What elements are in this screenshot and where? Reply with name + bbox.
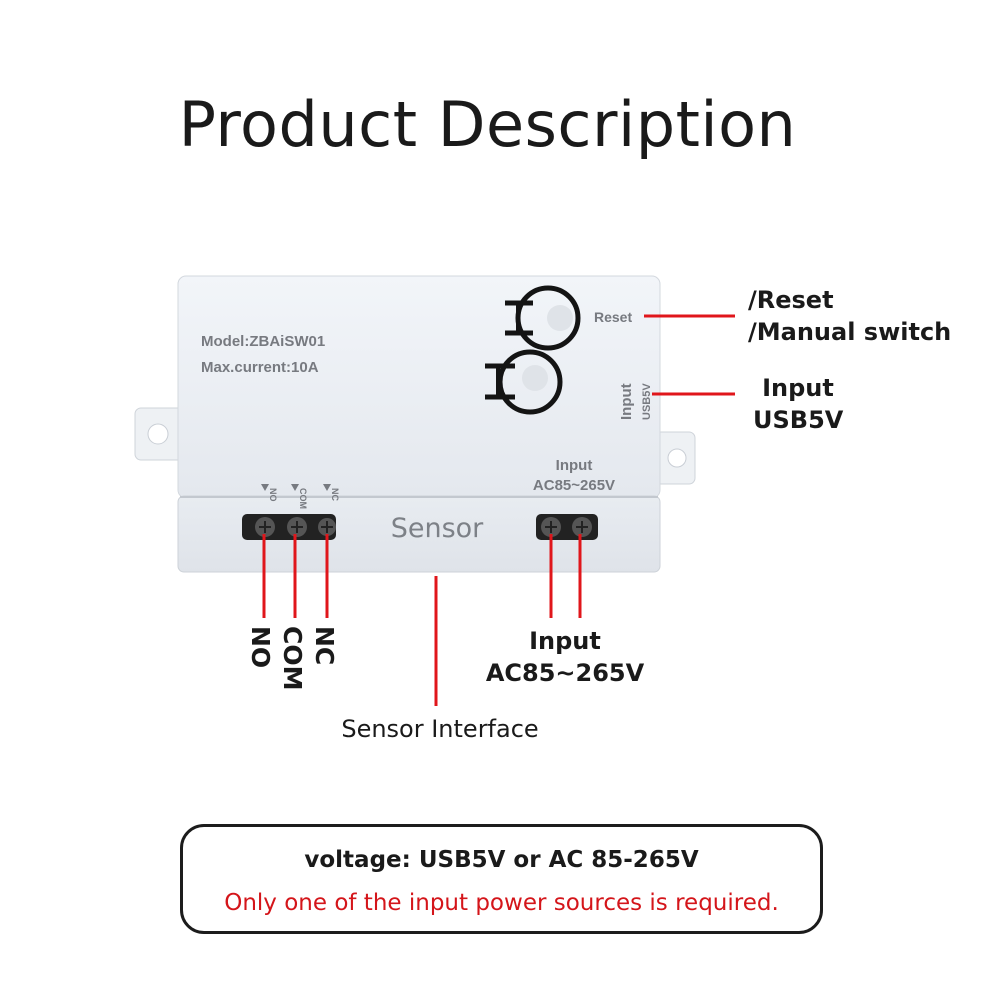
callout-reset: /Reset [748, 286, 834, 314]
page-title: Product Description [178, 88, 797, 161]
callout-ac-input: Input [529, 627, 601, 655]
callout-sensor-interface: Sensor Interface [341, 715, 539, 743]
notice-voltage-text: voltage: USB5V or AC 85-265V [304, 847, 699, 873]
callout-com: COM [278, 626, 307, 690]
device-no-label: NO [268, 488, 278, 502]
relay-arrow-icons [261, 484, 331, 491]
device-nc-label: NC [330, 488, 340, 501]
device-usb-label-2: USB5V [641, 383, 653, 420]
ac-terminal-block [536, 514, 598, 540]
callout-manual-switch: /Manual switch [748, 318, 952, 346]
callout-usb-voltage: USB5V [753, 406, 844, 434]
mounting-tab-right [654, 431, 696, 485]
callout-no: NO [246, 626, 275, 668]
power-notice-box: voltage: USB5V or AC 85-265V Only one of… [180, 824, 823, 934]
callout-nc: NC [310, 626, 339, 665]
relay-terminal-block [242, 514, 336, 540]
leader-lines [262, 314, 735, 706]
device-com-label: COM [298, 488, 308, 509]
reset-button-icon [505, 285, 581, 351]
model-text: Model:ZBAiSW01 [201, 333, 325, 350]
manual-switch-button-icon [485, 349, 563, 415]
device-ac-label-2: AC85~265V [533, 477, 615, 494]
device-sensor-label: Sensor [391, 513, 484, 544]
device-usb-label-1: Input [618, 383, 635, 420]
max-current-text: Max.current:10A [201, 359, 319, 376]
device-ac-label-1: Input [556, 457, 593, 474]
callout-usb-input: Input [762, 374, 834, 402]
device-reset-label: Reset [594, 309, 632, 325]
notice-warning-text: Only one of the input power sources is r… [224, 890, 779, 916]
callout-ac-voltage: AC85~265V [485, 659, 645, 687]
